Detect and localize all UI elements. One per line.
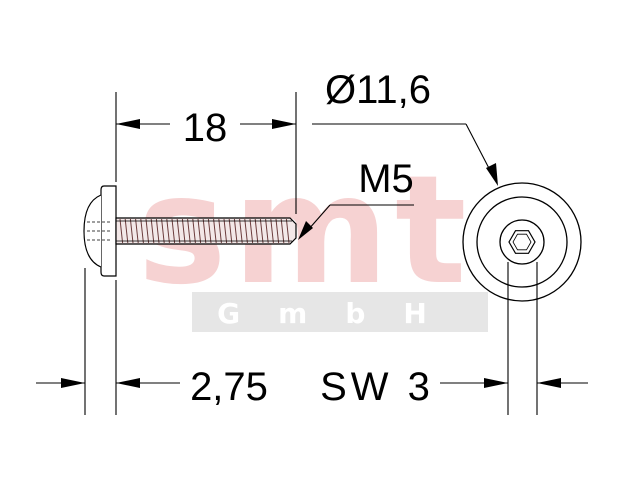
front-socket-circle bbox=[499, 219, 545, 265]
dim-hex-key-label: SW 3 bbox=[320, 365, 434, 409]
thread-pitch-line bbox=[187, 218, 191, 244]
front-outer-circle bbox=[462, 182, 582, 302]
thread-pitch-line bbox=[207, 218, 212, 244]
thread-pitch-line bbox=[265, 218, 269, 244]
thread-pitch-line bbox=[228, 218, 233, 244]
dim-diameter bbox=[312, 123, 498, 186]
watermark-company: GmbH bbox=[217, 297, 465, 330]
thread-pitch-line bbox=[166, 218, 170, 244]
thread-pitch-line bbox=[280, 218, 285, 244]
watermark-band bbox=[192, 292, 488, 332]
front-inner-circle bbox=[476, 196, 568, 288]
thread-pitch-line bbox=[239, 218, 243, 244]
thread-pitch-line bbox=[270, 218, 274, 244]
thread-pitch-line bbox=[197, 218, 202, 244]
thread-pitch-line bbox=[233, 218, 238, 244]
thread-pitch-line bbox=[259, 218, 264, 244]
thread-pitch-line bbox=[249, 218, 254, 244]
thread-pitch-line bbox=[119, 218, 124, 244]
thread-pitch-line bbox=[192, 218, 196, 244]
dim-length-label: 18 bbox=[183, 106, 228, 150]
dim-thread-label: M5 bbox=[358, 157, 414, 201]
thread-pitch-line bbox=[150, 218, 155, 244]
thread-pitch-line bbox=[129, 218, 134, 244]
dim-thread bbox=[298, 204, 414, 240]
thread-pitch-line bbox=[145, 218, 150, 244]
thread-pitch-line bbox=[244, 218, 248, 244]
dim-head-height-label: 2,75 bbox=[190, 365, 268, 409]
screw-side-view bbox=[83, 185, 297, 277]
thread-pitch-line bbox=[223, 218, 228, 244]
thread-pitch-line bbox=[155, 218, 160, 244]
hex-socket bbox=[508, 230, 536, 254]
thread-pitch-line bbox=[254, 218, 259, 244]
dim-head-height bbox=[36, 268, 180, 415]
thread-pitch-line bbox=[140, 218, 144, 244]
thread-pitch-line bbox=[275, 218, 280, 244]
dim-length bbox=[115, 92, 297, 214]
thread-pitch-line bbox=[285, 218, 290, 244]
thread-pitch-line bbox=[218, 218, 222, 244]
thread-pitch-line bbox=[124, 218, 129, 244]
thread-pitch-line bbox=[176, 218, 181, 244]
dim-hex-key bbox=[440, 262, 588, 415]
thread-pitch-line bbox=[202, 218, 207, 244]
dim-diameter-label: Ø11,6 bbox=[325, 68, 431, 112]
thread-pitch-line bbox=[161, 218, 165, 244]
thread-pitch-line bbox=[135, 218, 139, 244]
screw-front-view bbox=[462, 182, 582, 302]
thread-lines bbox=[119, 218, 290, 244]
thread-pitch-line bbox=[181, 218, 186, 244]
thread-pitch-line bbox=[213, 218, 217, 244]
thread-pitch-line bbox=[171, 218, 176, 244]
